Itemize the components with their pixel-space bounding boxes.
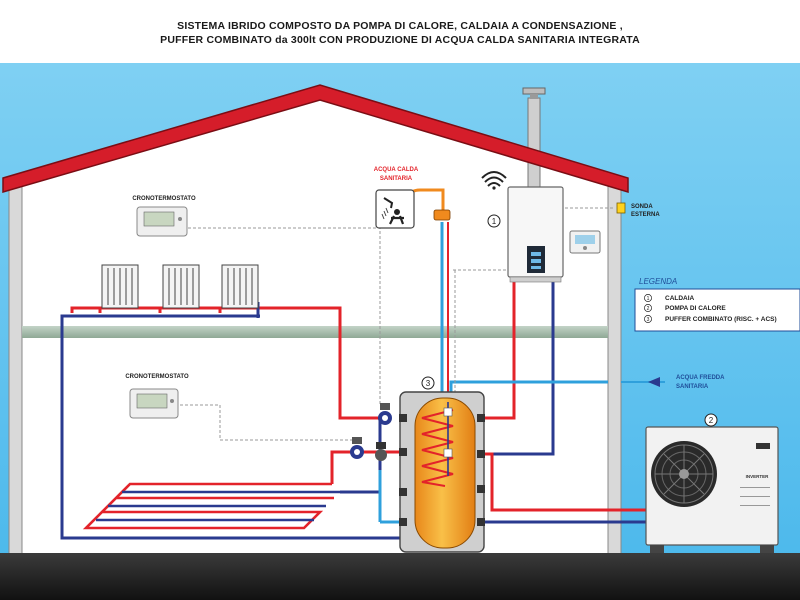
thermostat-mid [129, 388, 179, 419]
wifi-icon [481, 171, 507, 190]
shower-icon [375, 189, 415, 229]
svg-text:2: 2 [647, 306, 650, 312]
roof [2, 84, 629, 194]
radiator-2 [162, 264, 200, 309]
callout-3-circle [421, 376, 435, 390]
heat-pump-outdoor-unit [645, 426, 779, 553]
svg-text:1: 1 [647, 296, 650, 302]
mixing-valve [375, 442, 387, 461]
callout-2-circle [704, 413, 718, 427]
acqua-calda-label-1: ACQUA CALDA [374, 167, 419, 173]
radiator-circulation-pump [378, 403, 392, 425]
legend-item-3: 3 PUFFER COMBINATO (RISC. + ACS) [644, 315, 777, 323]
legend-box [634, 288, 800, 332]
thermostat-top [136, 206, 188, 237]
diagram-title-line-1: SISTEMA IBRIDO COMPOSTO DA POMPA DI CALO… [177, 20, 623, 32]
acqua-calda-label-2: SANITARIA [380, 176, 413, 182]
boiler-remote-control [569, 230, 601, 254]
intermediate-floor-slab [22, 326, 608, 338]
callout-1-circle [487, 214, 501, 228]
control-wire-boiler [453, 207, 615, 392]
outdoor-sensor [616, 202, 626, 214]
legend-item-2: 2 POMPA DI CALORE [644, 304, 726, 312]
legend-item-2-label: POMPA DI CALORE [665, 305, 726, 312]
cold-water-inlet-pipe [449, 380, 608, 392]
floor-circulation-pump [350, 437, 364, 459]
chimney-cap [522, 87, 546, 95]
condensing-boiler [507, 186, 564, 283]
callout-1-text: 1 [492, 217, 497, 226]
callout-2-text: 2 [709, 416, 714, 425]
sonda-label-1: SONDA [631, 204, 653, 210]
dhw-valve [433, 209, 451, 221]
legend-title: LEGENDA [639, 277, 677, 286]
chimney-neck [530, 94, 538, 99]
sonda-label-2: ESTERNA [631, 212, 660, 218]
ground [0, 553, 800, 600]
cold-water-arrow [648, 377, 660, 387]
callout-3-text: 3 [426, 379, 431, 388]
acqua-fredda-label-2: SANITARIA [676, 384, 709, 390]
legend-item-1-label: CALDAIA [665, 295, 695, 302]
underfloor-heating-coil-return [96, 490, 340, 522]
chimney-pipe [527, 97, 541, 189]
puffer-tank [399, 391, 485, 553]
house-wall-right [607, 185, 622, 557]
legend-item-3-label: PUFFER COMBINATO (RISC. + ACS) [665, 316, 777, 323]
legend-item-1: 1 CALDAIA [644, 294, 695, 302]
radiator-3 [221, 264, 259, 309]
inverter-label: INVERTER [746, 474, 770, 479]
acqua-fredda-label-1: ACQUA FREDDA [676, 375, 725, 381]
diagram-title-line-2: PUFFER COMBINATO da 300lt CON PRODUZIONE… [160, 34, 640, 46]
radiator-1 [101, 264, 139, 309]
svg-text:3: 3 [647, 317, 650, 323]
control-wire-mid [170, 404, 360, 441]
cronotermostato-mid-label: CRONOTERMOSTATO [125, 374, 189, 380]
boiler-return-pipe [484, 282, 555, 456]
house-wall-left [8, 185, 23, 557]
radiator-supply-pipe [70, 306, 385, 420]
heat-pump-supply-pipe [484, 452, 648, 512]
cronotermostato-top-label: CRONOTERMOSTATO [132, 196, 196, 202]
